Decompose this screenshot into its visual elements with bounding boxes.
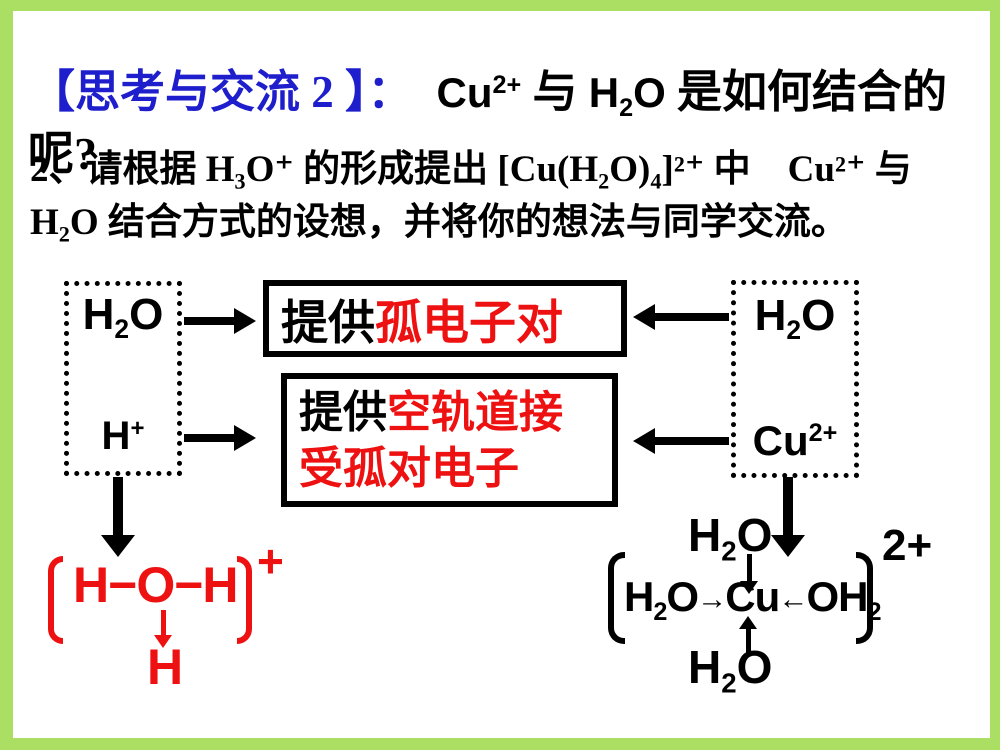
h3o-left-bracket [48, 556, 63, 644]
title-formula-h2o: H2O [588, 69, 666, 122]
h3o-formula: H−O−H [73, 557, 239, 613]
empty-orbital-box: 提供空轨道接 受孤对电子 [281, 373, 618, 507]
arrow-h2o-to-lone-pair [184, 308, 256, 334]
label-h2o-right: H2O [754, 291, 836, 346]
body-text-line-2: H₂O 结合方式的设想，并将你的想法与同学交流。 [30, 202, 848, 243]
body-text-line-1: 2、请根据 H₃O⁺ 的形成提出 [Cu(H₂O)₄]²⁺ 中 Cu²⁺ 与 [30, 149, 912, 190]
title-conjunction: 与 [521, 67, 589, 117]
h3o-bottom-h: H [147, 639, 184, 695]
cu-charge: 2+ [882, 521, 933, 570]
arrow-bottom-h2o-to-cu [738, 616, 758, 654]
orbital-prefix: 提供 [299, 388, 387, 437]
arrow-hplus-to-orbital [184, 425, 256, 451]
reactant-box-right [731, 280, 859, 478]
orbital-highlight-2: 受孤对电子 [299, 444, 519, 494]
h3o-right-bracket [237, 556, 252, 644]
h3o-charge: + [257, 535, 284, 587]
title-question-suffix: 呢? [28, 128, 97, 179]
arrow-right-box-down [771, 477, 805, 557]
cu-left-bracket [608, 552, 625, 644]
lone-pair-box: 提供孤电子对 [263, 280, 627, 357]
lone-pair-highlight: 孤电子对 [375, 298, 563, 350]
cu-top-h2o: H2O [688, 509, 773, 567]
cu-middle-formula: H2O→Cu←OH2 [624, 573, 882, 626]
label-h-plus: H+ [101, 414, 145, 458]
title-label: 【思考与交流 2 】： [30, 67, 413, 117]
label-cu2plus: Cu2+ [752, 417, 838, 464]
page-title: 【思考与交流 2 】： Cu2+ 与 H2O 是如何结合的 [30, 64, 947, 124]
arrow-top-h2o-to-cu [739, 554, 759, 594]
label-h2o-left: H2O [82, 290, 164, 345]
title-formula-cu2plus: Cu2+ [436, 69, 522, 116]
lone-pair-prefix: 提供 [281, 298, 375, 350]
orbital-highlight-1: 空轨道接 [387, 388, 563, 437]
arrow-left-box-down [101, 477, 135, 557]
cu-right-bracket [856, 552, 873, 644]
arrow-h2o-right-to-lone-pair [633, 304, 729, 330]
reactant-box-left [64, 281, 182, 476]
arrow-cu-to-orbital [633, 428, 729, 454]
arrow-o-to-h [153, 610, 173, 648]
cu-bottom-h2o: H2O [688, 641, 773, 699]
orbital-line-1: 提供空轨道接 [299, 385, 612, 441]
title-tail: 是如何结合的 [665, 67, 948, 117]
